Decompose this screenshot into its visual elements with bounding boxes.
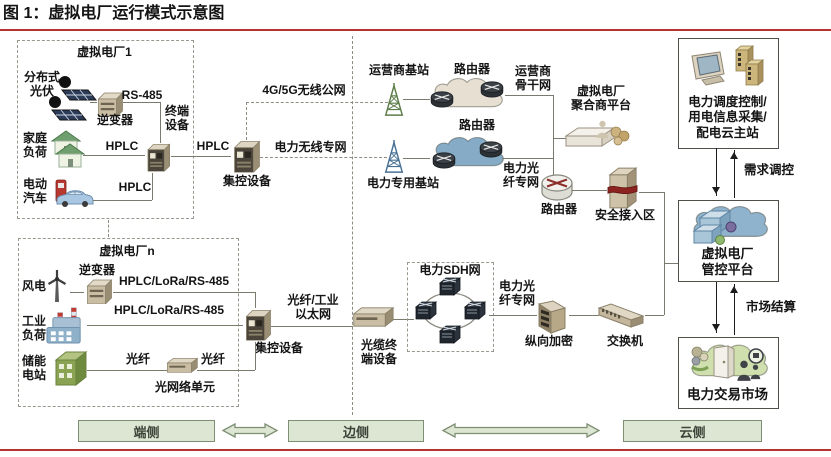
settlement-down-arrow — [711, 282, 720, 333]
fiber-private-top-label: 电力光 纤专网 — [502, 161, 539, 190]
settlement-up-arrow — [729, 284, 738, 335]
router1-label: 路由器 — [453, 62, 490, 76]
settlement-label: 市场结算 — [745, 300, 796, 314]
end-layer-bar: 端侧 — [78, 420, 215, 442]
onu-device-icon — [166, 357, 198, 373]
router3-label: 路由器 — [540, 202, 577, 216]
crt-monitor-icon — [690, 48, 730, 86]
aggregator-label: 虚拟电厂 聚合商平台 — [570, 84, 631, 113]
market-cloud-icon — [686, 340, 770, 386]
encrypt-device-icon — [536, 294, 570, 334]
secure-zone-label: 安全接入区 — [594, 208, 655, 222]
sdh-box — [407, 262, 494, 352]
switch-label: 交换机 — [606, 334, 643, 348]
vppn-title: 虚拟电厂n — [99, 244, 155, 258]
router-icon — [480, 80, 504, 98]
mgmt-text: 虚拟电厂 管控平台 — [701, 246, 754, 277]
lora2-label: HPLC/LoRa/RS-485 — [113, 303, 225, 317]
router-icon — [432, 151, 456, 169]
fiber2-label: 光纤 — [200, 352, 225, 366]
rs485-label: RS-485 — [121, 88, 163, 102]
vpp1-box — [17, 40, 194, 219]
layer-divider-line — [352, 36, 353, 415]
cloud-layer-label: 云侧 — [679, 424, 706, 440]
wind-label: 风电 — [21, 279, 46, 293]
industrial-label: 工业 负荷 — [21, 314, 46, 343]
terminal-label: 终端 设备 — [164, 104, 189, 133]
demand-up-arrow — [729, 150, 738, 198]
fiber1-label: 光纤 — [125, 352, 150, 366]
demand-label: 需求调控 — [743, 163, 794, 177]
hub1-device-icon — [230, 138, 261, 173]
terminal-device-icon — [144, 141, 171, 172]
router-icon — [541, 172, 573, 202]
storage-building-icon — [54, 350, 88, 386]
server-cabinet-icon — [744, 58, 764, 86]
dispatch-text: 电力调度控制/ 用电信息采集/ 配电云主站 — [688, 95, 767, 140]
home-load-label: 家庭 负荷 — [22, 131, 47, 160]
inverter2-label: 逆变器 — [78, 263, 115, 277]
demand-down-arrow — [711, 148, 720, 196]
switch-device-icon — [597, 296, 645, 330]
pv-label: 分布式 光伏 — [23, 70, 60, 99]
ev-car-icon — [55, 186, 95, 208]
top-rule — [0, 29, 831, 31]
router-icon — [479, 140, 503, 158]
encrypt-label: 纵向加密 — [524, 334, 573, 348]
hplc-hub-label: HPLC — [196, 139, 230, 153]
end-layer-label: 端侧 — [133, 424, 160, 440]
hplc-ev-label: HPLC — [118, 180, 152, 194]
router2-label: 路由器 — [458, 118, 495, 132]
octd-label: 光缆终 端设备 — [360, 338, 397, 367]
power-tower-icon — [383, 138, 405, 175]
fiber-ethernet-label: 光纤/工业 以太网 — [287, 293, 339, 322]
vppn-box — [18, 238, 239, 407]
vpp-continuation-line — [108, 220, 109, 237]
inverter-icon — [83, 277, 113, 304]
market-text: 电力交易市场 — [687, 387, 768, 402]
edge-layer-label: 边侧 — [342, 424, 369, 440]
platform-icon — [562, 118, 634, 156]
ev-label: 电动 汽车 — [22, 177, 47, 206]
double-arrow-icon — [441, 422, 601, 439]
carrier-backbone-label: 运营商 骨干网 — [514, 64, 551, 93]
wireless-private-label: 电力无线专网 — [274, 140, 347, 154]
factory-icon — [45, 304, 88, 345]
fiber-private-bottom-label: 电力光 纤专网 — [498, 279, 535, 308]
hub1-label: 集控设备 — [222, 174, 271, 188]
carrier-bs-label: 运营商基站 — [368, 63, 429, 77]
octd-device-icon — [352, 306, 394, 327]
secure-server-icon — [606, 166, 639, 209]
edge-layer-bar: 边侧 — [288, 420, 424, 442]
carrier-tower-icon — [383, 81, 405, 118]
power-bs-label: 电力专用基站 — [366, 176, 439, 190]
hub2-device-icon — [242, 306, 272, 342]
inverter1-label: 逆变器 — [96, 113, 133, 127]
hplc-home-label: HPLC — [105, 139, 139, 153]
router-icon — [430, 90, 454, 108]
cloud-servers-icon — [686, 202, 770, 248]
lora1-label: HPLC/LoRa/RS-485 — [118, 274, 230, 288]
hub2-label: 集控设备 — [254, 341, 303, 355]
cloud-layer-bar: 云侧 — [623, 420, 762, 442]
double-arrow-icon — [221, 422, 279, 439]
house-icon — [55, 142, 85, 168]
bottom-rule — [0, 449, 831, 451]
figure-title: 图 1：虚拟电厂运行模式示意图 — [3, 5, 225, 22]
sdh-ring — [410, 272, 490, 347]
vpp1-title: 虚拟电厂1 — [77, 45, 132, 59]
onu-label: 光网络单元 — [154, 380, 215, 394]
storage-label: 储能 电站 — [21, 354, 46, 383]
g45-label: 4G/5G无线公网 — [262, 83, 346, 97]
sdh-label: 电力SDH网 — [419, 263, 481, 277]
